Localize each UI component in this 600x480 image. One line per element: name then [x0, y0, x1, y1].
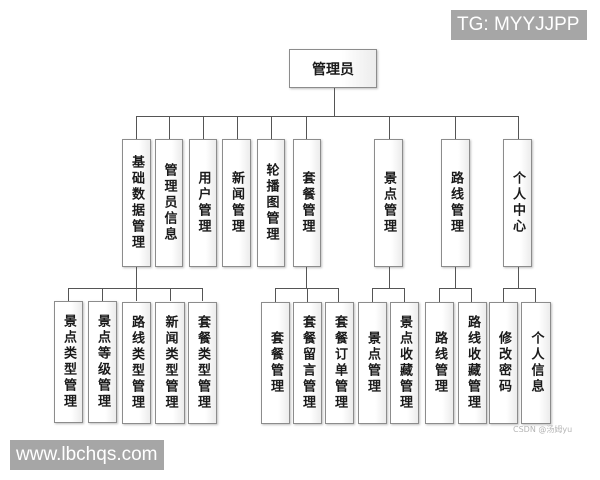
connector-drop [275, 288, 276, 302]
connector-drop [306, 116, 307, 139]
node-label: 景点管理 [365, 331, 380, 395]
connector-drop [389, 116, 390, 139]
node-admin-info: 管理员信息 [155, 139, 183, 267]
node-label: 用户管理 [195, 171, 211, 235]
node-label: 新闻管理 [229, 171, 244, 235]
connector-drop [68, 288, 69, 301]
connector-stem [306, 267, 307, 288]
node-label: 路线管理 [448, 171, 463, 235]
connector-drop [169, 116, 170, 139]
node-scenic-favorite-management: 景点收藏管理 [390, 302, 419, 424]
node-route-favorite-management: 路线收藏管理 [458, 302, 487, 424]
node-package-sub-management: 套餐管理 [261, 302, 290, 424]
node-package-order-management: 套餐订单管理 [325, 302, 354, 424]
connector-drop [338, 288, 339, 302]
node-label: 套餐类型管理 [195, 315, 210, 411]
watermark-csdn: CSDN @汤姆yu [513, 425, 573, 434]
node-label: 路线类型管理 [129, 315, 144, 411]
node-package-type-management: 套餐类型管理 [188, 302, 217, 424]
node-personal-center: 个人中心 [503, 139, 532, 267]
node-user-management: 用户管理 [189, 139, 217, 267]
node-label: 新闻类型管理 [162, 315, 178, 411]
connector-drop [518, 116, 519, 139]
connector-drop [136, 288, 137, 301]
connector-stem [389, 267, 390, 288]
node-news-type-management: 新闻类型管理 [155, 302, 185, 424]
connector-drop [535, 288, 536, 302]
node-change-password: 修改密码 [489, 302, 518, 424]
node-package-management: 套餐管理 [293, 139, 321, 267]
node-route-management: 路线管理 [441, 139, 470, 267]
root-node-admin: 管理员 [289, 49, 377, 88]
node-label: 路线管理 [432, 331, 447, 395]
node-scenic-sub-management: 景点管理 [358, 302, 387, 424]
watermark-tg-badge: TG: MYYJJPP [451, 10, 587, 40]
connector-drop [404, 288, 405, 302]
connector-stem [518, 267, 519, 288]
connector-drop [203, 116, 204, 139]
connector-bus [68, 288, 203, 289]
connector-level1-bus [136, 116, 519, 117]
node-news-management: 新闻管理 [222, 139, 251, 267]
connector-bus [439, 288, 472, 289]
node-label: 个人中心 [510, 171, 525, 235]
connector-drop [271, 116, 272, 139]
connector-drop [439, 288, 440, 302]
connector-drop [102, 288, 103, 301]
connector-drop [202, 288, 203, 301]
node-label: 套餐留言管理 [300, 315, 315, 411]
node-label: 景点等级管理 [95, 314, 110, 410]
node-label: 修改密码 [496, 331, 511, 395]
connector-drop [237, 116, 238, 139]
connector-drop [307, 288, 308, 302]
connector-drop [372, 288, 373, 302]
watermark-site-badge: www.lbchqs.com [10, 440, 164, 470]
connector-drop [455, 116, 456, 139]
node-personal-info: 个人信息 [521, 302, 551, 424]
node-label: 轮播图管理 [263, 163, 279, 243]
node-label: 管理员信息 [161, 163, 177, 243]
node-label: 个人信息 [528, 331, 544, 395]
node-label: 景点类型管理 [61, 314, 76, 410]
node-label: 景点收藏管理 [397, 315, 412, 411]
node-scenic-grade-management: 景点等级管理 [88, 301, 117, 423]
node-label: 路线收藏管理 [465, 315, 480, 411]
node-package-comment-management: 套餐留言管理 [293, 302, 322, 424]
node-label: 基础数据管理 [129, 155, 144, 251]
node-carousel-management: 轮播图管理 [257, 139, 285, 267]
node-scenic-type-management: 景点类型管理 [54, 301, 83, 423]
connector-drop [136, 116, 137, 139]
root-label: 管理员 [312, 61, 354, 78]
connector-drop [471, 288, 472, 302]
node-route-sub-management: 路线管理 [425, 302, 454, 424]
node-basic-data-management: 基础数据管理 [122, 139, 151, 267]
node-label: 套餐管理 [268, 331, 283, 395]
connector-bus [372, 288, 405, 289]
node-label: 景点管理 [381, 171, 396, 235]
connector-root-stem [334, 88, 335, 116]
node-scenic-management: 景点管理 [374, 139, 403, 267]
connector-stem [455, 267, 456, 288]
connector-bus [503, 288, 536, 289]
node-label: 套餐订单管理 [332, 315, 347, 411]
connector-drop [503, 288, 504, 302]
connector-drop [170, 288, 171, 301]
connector-stem [136, 267, 137, 288]
node-route-type-management: 路线类型管理 [122, 302, 151, 424]
node-label: 套餐管理 [299, 171, 315, 235]
